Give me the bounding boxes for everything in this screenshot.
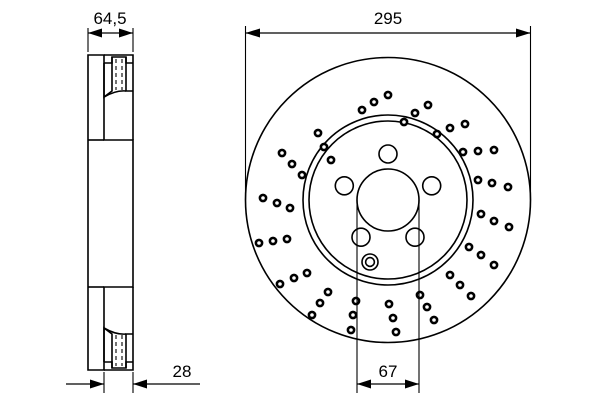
drilled-hole: [289, 273, 299, 283]
drilled-hole: [503, 182, 513, 192]
drilled-hole: [429, 315, 439, 325]
drilled-hole: [460, 119, 470, 129]
drilled-hole: [489, 145, 499, 155]
drilled-hole: [432, 129, 442, 139]
drilled-hole: [254, 238, 264, 248]
drilled-hole: [307, 310, 317, 320]
dimension-overall-width: 64,5: [87, 9, 134, 52]
drilled-hole: [458, 147, 468, 157]
drilled-hole: [384, 299, 394, 309]
drilled-hole: [282, 234, 292, 244]
center-bore-circle: [356, 168, 420, 232]
bolt-hole: [421, 176, 442, 196]
drilled-hole: [357, 105, 367, 115]
drilled-hole: [302, 268, 312, 278]
drilled-hole: [285, 203, 295, 213]
bolt-hole: [405, 227, 425, 247]
drilled-hole: [473, 175, 483, 185]
drilled-hole: [473, 146, 483, 156]
hub-notch-bottom-right: [125, 333, 133, 368]
drilled-hole: [272, 198, 282, 208]
drilled-hole: [313, 128, 323, 138]
drilled-hole: [445, 270, 455, 280]
dimension-label-width: 64,5: [93, 9, 126, 28]
friction-ring-inner-circle: [302, 114, 474, 286]
drilled-hole: [504, 222, 514, 232]
drilled-hole: [348, 310, 358, 320]
drilled-hole: [383, 90, 393, 100]
drilled-hole: [297, 170, 307, 180]
hub-notch-bottom-floor: [103, 327, 127, 335]
side-section-view: [87, 54, 134, 371]
locating-pin-hole-inner: [364, 256, 376, 268]
drilled-hole: [445, 123, 455, 133]
bolt-hole: [351, 227, 371, 247]
drilled-hole: [391, 327, 401, 337]
drilled-hole: [275, 279, 285, 289]
front-face-view: [244, 56, 532, 344]
drilled-hole: [415, 290, 425, 300]
dimension-disc-thickness: 28: [66, 362, 200, 393]
drilled-hole: [277, 148, 287, 158]
drilled-hole: [487, 178, 497, 188]
arrowhead-bore-left: [357, 379, 371, 389]
drilled-hole: [399, 117, 409, 127]
dimension-label-diameter: 295: [374, 9, 402, 28]
arrowhead-diameter-left: [245, 28, 260, 38]
drilled-hole: [388, 313, 398, 323]
arrowhead-bore-right: [405, 379, 419, 389]
drilled-hole: [351, 296, 361, 306]
hub-notch-top-floor: [103, 90, 127, 98]
arrowhead-thickness-right: [133, 379, 147, 389]
drilled-hole: [346, 325, 356, 335]
hub-notch-top-right: [125, 57, 133, 92]
drilled-hole: [326, 155, 336, 165]
arrowhead-thickness-left: [90, 379, 104, 389]
drilled-hole: [323, 287, 333, 297]
friction-ring-outline-lower: [104, 287, 134, 371]
bolt-hole: [334, 176, 355, 196]
drilled-hole: [369, 97, 379, 107]
drilled-hole: [455, 280, 465, 290]
drilled-hole: [476, 209, 486, 219]
friction-ring-outline: [104, 54, 134, 140]
hub-flange-circle: [308, 120, 468, 280]
bolt-hole: [378, 144, 398, 164]
disc-body-outline: [87, 54, 134, 371]
drilled-hole: [410, 108, 420, 118]
arrowhead-width-left: [88, 28, 102, 38]
drilled-hole: [268, 236, 278, 246]
dimension-label-thickness: 28: [173, 362, 192, 381]
drilled-hole: [319, 142, 329, 152]
dimension-outer-diameter: 295: [244, 9, 532, 200]
drilled-hole: [466, 291, 476, 301]
drilled-hole: [258, 193, 268, 203]
hub-flange-step-bottom: [104, 361, 133, 369]
arrowhead-width-right: [119, 28, 133, 38]
dimension-label-bore: 67: [379, 362, 398, 381]
drilled-hole: [489, 216, 499, 226]
drilled-hole: [464, 242, 474, 252]
hub-flange-step-top: [104, 56, 133, 64]
drilled-hole: [423, 100, 433, 110]
drilled-hole: [489, 260, 499, 270]
arrowhead-diameter-right: [516, 28, 531, 38]
drilled-hole: [315, 298, 325, 308]
dimension-center-bore: 67: [356, 200, 420, 393]
drilled-hole: [287, 159, 297, 169]
drilled-hole: [476, 250, 486, 260]
drilled-hole: [422, 302, 432, 312]
